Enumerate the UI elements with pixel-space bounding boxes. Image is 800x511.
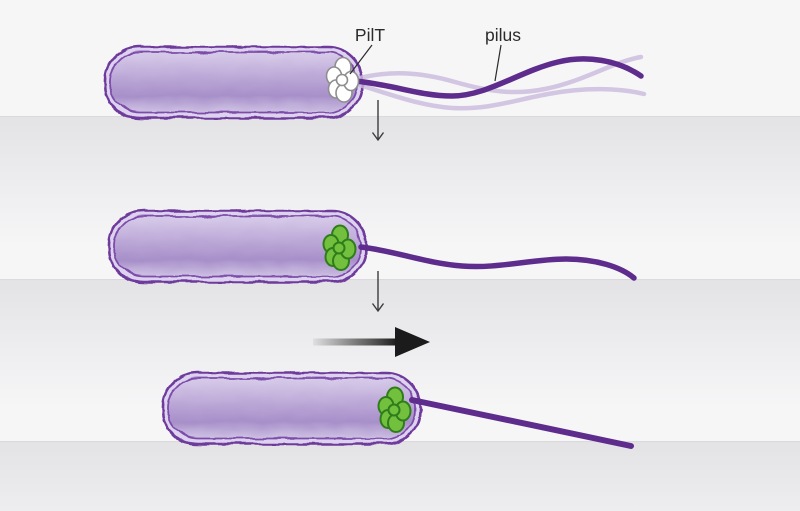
down-arrow-icon — [371, 100, 385, 142]
motion-arrow-icon — [313, 327, 430, 357]
stage-3-cell-moved-forward — [163, 373, 634, 449]
pilt-leader-line — [349, 44, 373, 75]
bacterium-cell — [105, 47, 362, 118]
down-arrow-icon — [371, 271, 385, 313]
pilus-ghost-lower — [353, 81, 647, 111]
pilt-label: PilT — [355, 25, 385, 45]
surface-band-3 — [0, 441, 800, 511]
pilus-extended — [352, 56, 644, 99]
stage-2-pilus-retracting — [109, 211, 637, 357]
stage-1-pilus-extended: PilT pilus — [105, 25, 647, 142]
pilus-taut — [409, 397, 634, 449]
pilus-retracting — [358, 244, 637, 281]
pilus-leader-line — [494, 44, 502, 82]
pilus-ghost-upper — [353, 54, 644, 95]
pilus-label: pilus — [485, 25, 521, 45]
